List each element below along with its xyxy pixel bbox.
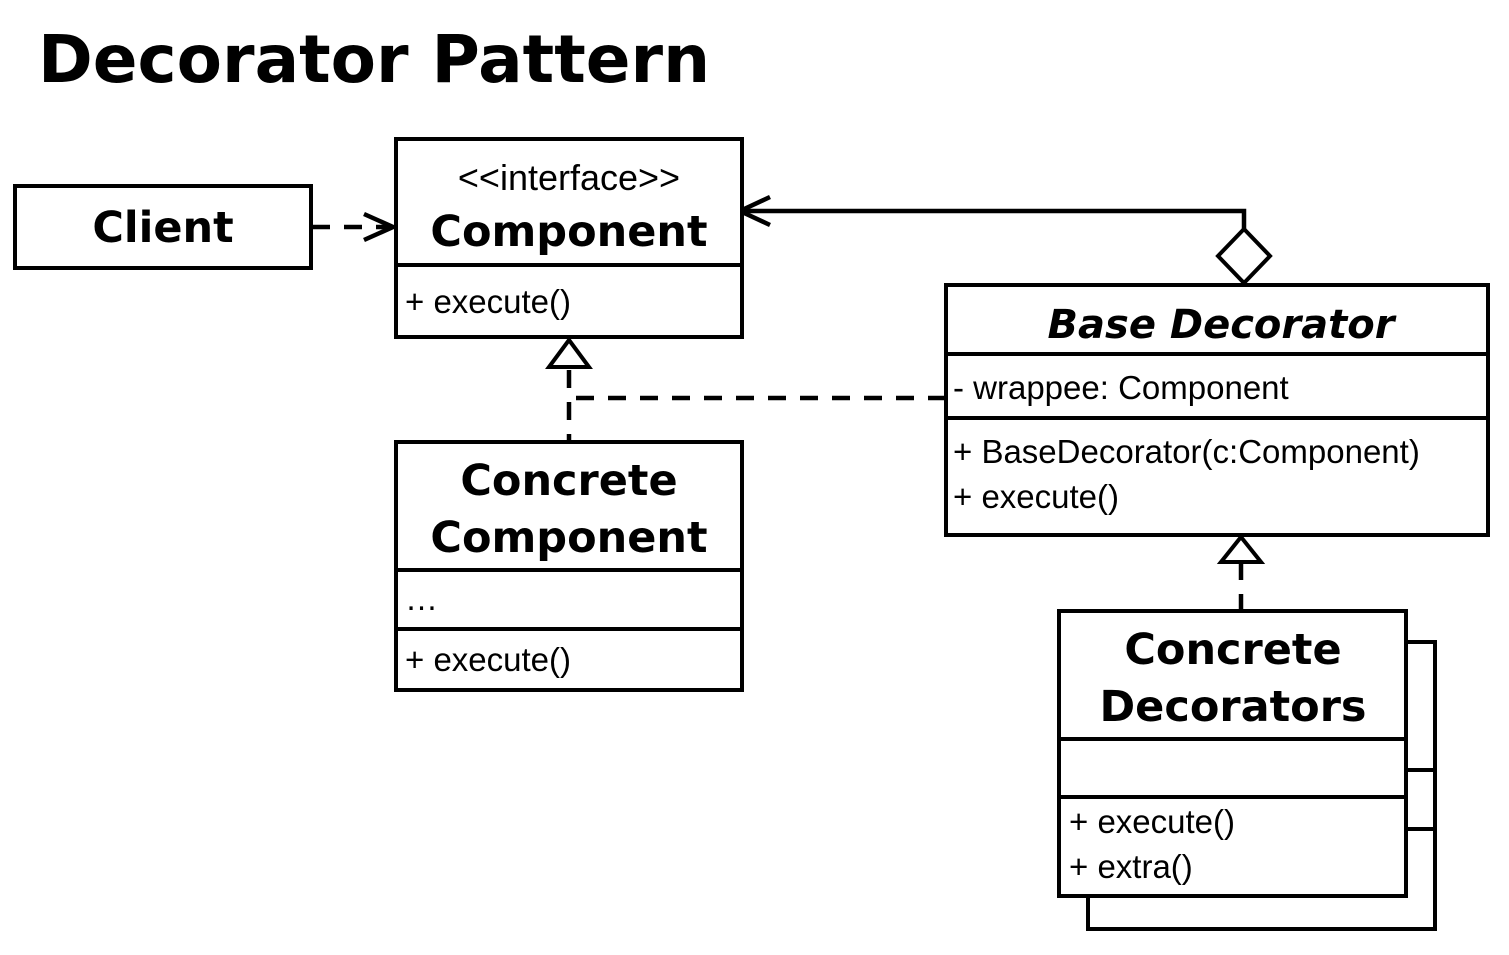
class-name-line-2: Decorators xyxy=(1099,682,1366,732)
class-name: Base Decorator xyxy=(1048,302,1397,348)
field-wrappee: - wrappee: Component xyxy=(953,369,1289,406)
diagram-title: Decorator Pattern xyxy=(38,21,710,98)
aggregation-diamond-icon xyxy=(1215,226,1273,286)
class-name-line-2: Component xyxy=(430,513,707,563)
class-box xyxy=(944,283,1490,537)
class-box xyxy=(13,184,313,270)
field-ellipsis: … xyxy=(405,580,438,617)
class-name: Component xyxy=(430,207,707,257)
class-client: Client xyxy=(13,184,313,270)
method-execute: + execute() xyxy=(1069,803,1235,840)
class-base-decorator: Base Decorator - wrappee: Component + Ba… xyxy=(944,283,1490,537)
class-name-line-1: Concrete xyxy=(460,456,677,506)
class-box xyxy=(394,440,744,692)
edge-client-to-component xyxy=(312,211,399,243)
stereotype-label: <<interface>> xyxy=(458,157,680,198)
class-concrete-decorators: Concrete Decorators + execute() + extra(… xyxy=(1057,609,1437,931)
edge-concrete-component-implements xyxy=(545,336,593,442)
class-concrete-component: Concrete Component … + execute() xyxy=(394,440,744,692)
class-name-line-1: Concrete xyxy=(1124,625,1341,675)
realization-triangle-icon xyxy=(545,336,593,369)
method-execute: + execute() xyxy=(405,283,571,320)
aggregation-line xyxy=(740,208,1247,229)
class-box xyxy=(1057,609,1408,898)
edge-concrete-decorators-extend xyxy=(1216,533,1266,610)
class-box xyxy=(394,137,744,339)
method-constructor: + BaseDecorator(c:Component) xyxy=(953,433,1420,470)
inheritance-triangle-icon xyxy=(1216,533,1266,564)
edge-decorator-wraps-component xyxy=(734,194,1273,286)
class-component: <<interface>> Component + execute() xyxy=(394,137,744,339)
open-arrowhead xyxy=(363,211,399,243)
method-execute: + execute() xyxy=(405,641,571,678)
method-execute: + execute() xyxy=(953,478,1119,515)
class-name: Client xyxy=(92,203,233,253)
method-extra: + extra() xyxy=(1069,848,1193,885)
